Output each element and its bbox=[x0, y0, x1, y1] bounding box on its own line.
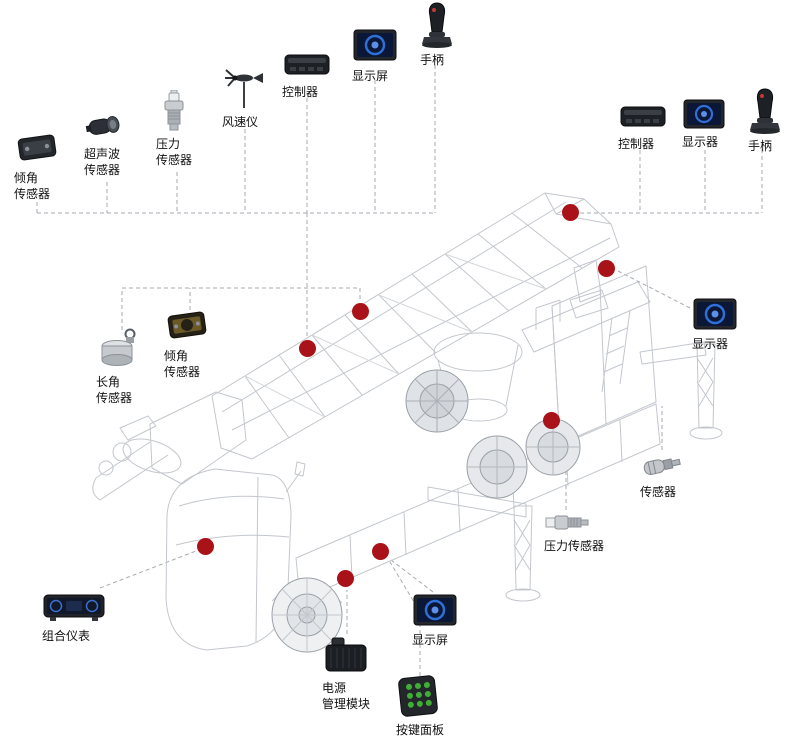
component-label: 压力 传感器 bbox=[156, 137, 193, 167]
tilt-sensor-icon bbox=[14, 128, 60, 166]
component-label: 风速仪 bbox=[222, 115, 259, 129]
component-power-module: 电源 管理模块 bbox=[322, 634, 370, 712]
install-point-marker bbox=[337, 570, 354, 587]
component-display-right-top: 显示器 bbox=[682, 98, 726, 151]
component-display-top: 显示屏 bbox=[352, 26, 398, 85]
component-label: 超声波 传感器 bbox=[84, 147, 121, 177]
component-tilt-sensor-top: 倾角 传感器 bbox=[14, 128, 60, 202]
component-label: 组合仪表 bbox=[42, 629, 91, 643]
component-controller-top: 控制器 bbox=[282, 48, 332, 101]
component-label: 显示器 bbox=[682, 135, 719, 149]
pressure-plug-icon bbox=[544, 510, 590, 534]
component-joystick-right: 手柄 bbox=[748, 88, 782, 155]
install-point-marker bbox=[543, 412, 560, 429]
tilt-sensor-icon bbox=[164, 306, 210, 344]
component-label: 倾角 传感器 bbox=[14, 171, 51, 201]
controller-icon bbox=[282, 48, 332, 80]
component-anemometer: 风速仪 bbox=[222, 62, 266, 131]
instrument-cluster-icon bbox=[42, 586, 106, 624]
component-label: 压力传感器 bbox=[544, 539, 605, 553]
component-label: 控制器 bbox=[618, 137, 655, 151]
keypad-icon bbox=[396, 674, 440, 718]
power-module-icon bbox=[322, 634, 370, 676]
component-label: 手柄 bbox=[420, 53, 445, 67]
component-instrument-cluster: 组合仪表 bbox=[42, 586, 106, 645]
component-label: 显示屏 bbox=[352, 69, 389, 83]
component-controller-right: 控制器 bbox=[618, 100, 668, 153]
component-pressure-sensor-right: 压力传感器 bbox=[544, 510, 604, 555]
component-label: 显示屏 bbox=[412, 633, 449, 647]
component-tilt-sensor-mid: 倾角 传感器 bbox=[164, 306, 210, 380]
component-ultrasonic-sensor: 超声波 传感器 bbox=[84, 110, 124, 178]
component-label: 倾角 传感器 bbox=[164, 349, 201, 379]
component-pressure-sensor-top: 压力 传感器 bbox=[156, 89, 193, 168]
display-icon bbox=[682, 98, 726, 130]
truck-wireframe bbox=[92, 192, 723, 651]
install-point-marker bbox=[562, 204, 579, 221]
install-point-marker bbox=[197, 538, 214, 555]
component-sensor-right: 传感器 bbox=[640, 450, 684, 501]
draw-wire-sensor-icon bbox=[96, 326, 142, 370]
display-icon bbox=[412, 592, 458, 628]
truck-wheels bbox=[271, 369, 581, 653]
component-label: 手柄 bbox=[748, 139, 773, 153]
install-point-marker bbox=[299, 340, 316, 357]
display-icon bbox=[692, 296, 738, 332]
display-icon bbox=[352, 26, 398, 64]
controller-icon bbox=[618, 100, 668, 132]
ultrasonic-sensor-icon bbox=[84, 110, 124, 142]
install-point-marker bbox=[372, 543, 389, 560]
component-label: 显示器 bbox=[692, 337, 729, 351]
component-joystick-top: 手柄 bbox=[420, 2, 454, 69]
component-display-right-mid: 显示器 bbox=[692, 296, 738, 353]
component-draw-wire-sensor: 长角 传感器 bbox=[96, 326, 142, 406]
component-label: 电源 管理模块 bbox=[322, 681, 371, 711]
component-label: 按键面板 bbox=[396, 723, 445, 737]
install-point-marker bbox=[352, 303, 369, 320]
install-point-marker bbox=[598, 260, 615, 277]
component-label: 长角 传感器 bbox=[96, 375, 133, 405]
component-display-bottom: 显示屏 bbox=[412, 592, 458, 649]
sensor-icon bbox=[640, 450, 684, 480]
joystick-icon bbox=[748, 88, 782, 134]
component-keypad: 按键面板 bbox=[396, 674, 444, 738]
anemometer-icon bbox=[222, 62, 266, 110]
joystick-icon bbox=[420, 2, 454, 48]
component-label: 传感器 bbox=[640, 485, 677, 499]
pressure-sensor-icon bbox=[156, 89, 192, 132]
component-label: 控制器 bbox=[282, 85, 319, 99]
